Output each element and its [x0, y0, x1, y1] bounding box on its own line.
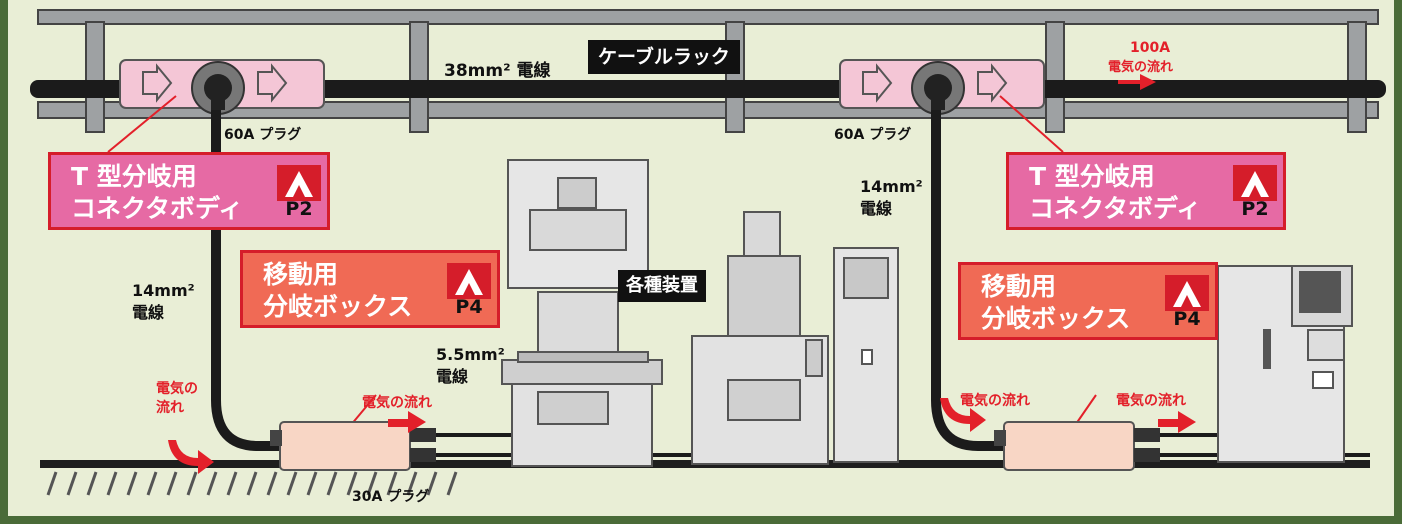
- flow-right-1-label: 電気の流れ: [960, 393, 1030, 409]
- brand-logo-icon: P2: [277, 165, 321, 219]
- flow-right-2-label: 電気の流れ: [1116, 393, 1186, 409]
- cable-rack-label: ケーブルラック: [588, 40, 740, 74]
- brand-logo-icon: P2: [1233, 165, 1277, 219]
- plug-30a-label: 30A プラグ: [352, 489, 430, 505]
- flow-main-label: 電気の流れ: [1108, 60, 1174, 75]
- logo-a-icon: [1165, 275, 1209, 311]
- branch-box-right: [994, 421, 1160, 471]
- branch-box-left: [270, 421, 436, 471]
- current-100a-label: 100A: [1130, 40, 1171, 56]
- branch-box-callout-right: 移動用 分岐ボックス P4: [958, 262, 1218, 340]
- t-connector-callout-right: T 型分岐用 コネクタボディ P2: [1006, 152, 1286, 230]
- edm-machine: [691, 211, 829, 465]
- t-connector-left: [119, 59, 325, 115]
- installation-illustration: [30, 9, 1386, 496]
- logo-page-ref: P4: [455, 296, 483, 318]
- t-connector-title-line1: T 型分岐用: [71, 162, 197, 191]
- branch-box-title-line1: 移動用: [981, 272, 1057, 301]
- wire-5-5-label: 5.5mm² 電線: [436, 345, 505, 386]
- branch-box-callout-left: 移動用 分岐ボックス P4: [240, 250, 500, 328]
- t-connector-right: [839, 59, 1045, 115]
- logo-a-icon: [447, 263, 491, 299]
- leader-line: [107, 95, 177, 153]
- brand-logo-icon: P4: [447, 263, 491, 317]
- cable-rack: [37, 9, 1379, 133]
- press-machine: [501, 159, 663, 467]
- drop-cable-right: [931, 110, 1004, 451]
- machine-right: [1217, 265, 1353, 463]
- plug-60a-right-label: 60A プラグ: [834, 127, 912, 143]
- flow-arrows: [168, 74, 1196, 474]
- logo-a-icon: [1233, 165, 1277, 201]
- branch-box-title-line1: 移動用: [263, 260, 339, 289]
- wire-14-left-label: 14mm² 電線: [132, 281, 195, 322]
- logo-page-ref: P2: [285, 198, 313, 220]
- branch-box-title-line2: 分岐ボックス: [981, 304, 1131, 333]
- drop-cable-left: [211, 110, 280, 451]
- logo-page-ref: P4: [1173, 308, 1201, 330]
- t-connector-title-line2: コネクタボディ: [71, 194, 244, 223]
- diagram-panel: ケーブルラック 38mm² 電線 100A 電気の流れ 60A プラグ 60A …: [8, 0, 1394, 516]
- main-cable: [30, 80, 1386, 98]
- logo-a-icon: [277, 165, 321, 201]
- floor: [40, 460, 1370, 496]
- t-connector-title-line2: コネクタボディ: [1029, 194, 1202, 223]
- t-connector-callout-left: T 型分岐用 コネクタボディ P2: [48, 152, 330, 230]
- t-connector-title-line1: T 型分岐用: [1029, 162, 1155, 191]
- equipment-label: 各種装置: [618, 270, 706, 302]
- logo-page-ref: P2: [1241, 198, 1269, 220]
- control-cabinet: [833, 247, 899, 463]
- branch-box-title-line2: 分岐ボックス: [263, 292, 413, 321]
- brand-logo-icon: P4: [1165, 275, 1209, 329]
- flow-left-horizontal-label: 電気の流れ: [362, 395, 432, 411]
- wire-14-right-label: 14mm² 電線: [860, 177, 923, 218]
- leader-line: [999, 95, 1064, 153]
- main-wire-label: 38mm² 電線: [444, 61, 551, 81]
- flow-left-vertical-label: 電気の 流れ: [156, 381, 198, 416]
- plug-60a-left-label: 60A プラグ: [224, 127, 302, 143]
